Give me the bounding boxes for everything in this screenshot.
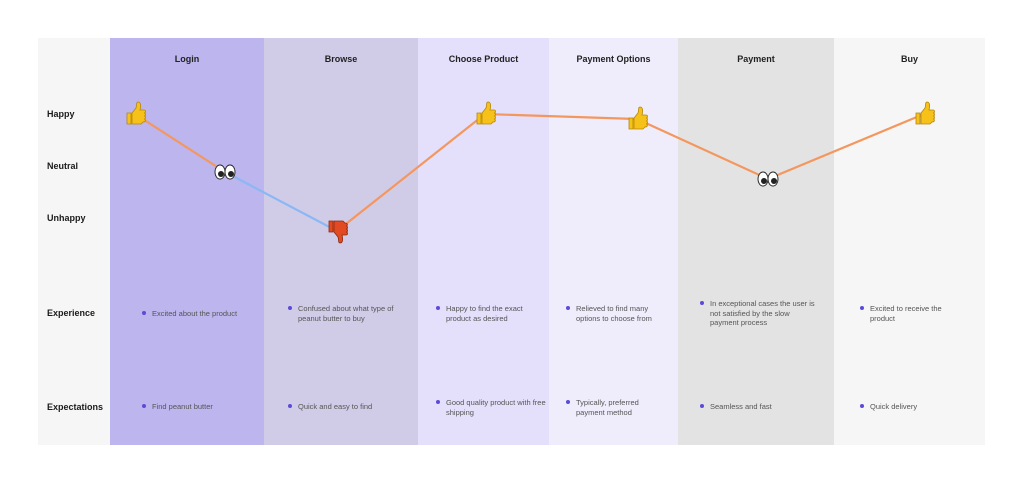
experience-cell-buy: Excited to receive the product	[860, 304, 960, 323]
stage-column-login: Login	[110, 38, 264, 445]
experience-cell-browse: Confused about what type of peanut butte…	[288, 304, 403, 323]
experience-text: Excited about the product	[152, 309, 238, 318]
stage-title: Login	[174, 54, 200, 64]
expectation-cell-payment: Seamless and fast	[700, 402, 815, 412]
thumbs-up-icon	[126, 101, 146, 125]
experience-text: Confused about what type of peanut butte…	[298, 304, 394, 323]
expectation-cell-choose-product: Good quality product with free shipping	[436, 398, 546, 417]
stage-column-payment: Payment	[678, 38, 834, 445]
expectation-cell-browse: Quick and easy to find	[288, 402, 403, 412]
journey-segment	[223, 170, 339, 233]
experience-text: Happy to find the exact product as desir…	[446, 304, 523, 323]
bullet-dot	[700, 404, 704, 408]
expectation-cell-login: Find peanut butter	[142, 402, 252, 412]
experience-cell-login: Excited about the product	[142, 309, 252, 319]
row-label-expectations: Expectations	[47, 402, 104, 412]
journey-segment	[335, 112, 487, 233]
journey-segment	[635, 117, 770, 181]
experience-cell-payment: In exceptional cases the user is not sat…	[700, 299, 815, 328]
bullet-dot	[436, 400, 440, 404]
stage-column-payment-options: Payment Options	[549, 38, 678, 445]
thumbs-down-icon	[328, 220, 348, 244]
stage-title: Buy	[900, 54, 918, 64]
bullet-dot	[142, 404, 146, 408]
stage-title: Payment Options	[576, 54, 651, 64]
expectation-text: Quick delivery	[870, 402, 918, 411]
stage-title: Payment	[737, 54, 775, 64]
expectation-text: Typically, preferred payment method	[576, 398, 639, 417]
row-label-experience: Experience	[47, 308, 96, 318]
row-label-happy: Happy	[47, 109, 75, 119]
stage-column-choose-product: Choose Product	[418, 38, 549, 445]
experience-text: Relieved to find many options to choose …	[576, 304, 652, 323]
journey-segment	[483, 112, 639, 121]
expectation-cell-buy: Quick delivery	[860, 402, 960, 412]
bullet-dot	[860, 306, 864, 310]
bullet-dot	[566, 306, 570, 310]
row-label-neutral: Neutral	[47, 161, 79, 171]
bullet-dot	[860, 404, 864, 408]
expectation-text: Quick and easy to find	[298, 402, 373, 411]
bullet-dot	[288, 404, 292, 408]
experience-cell-payment-options: Relieved to find many options to choose …	[566, 304, 668, 323]
expectation-text: Find peanut butter	[152, 402, 213, 411]
bullet-dot	[288, 306, 292, 310]
stage-column-buy: Buy	[834, 38, 985, 445]
experience-text: In exceptional cases the user is not sat…	[710, 299, 815, 327]
expectation-text: Good quality product with free shipping	[446, 398, 546, 417]
bullet-dot	[566, 400, 570, 404]
thumbs-up-icon	[915, 101, 935, 125]
thumbs-up-icon	[476, 101, 496, 125]
experience-cell-choose-product: Happy to find the exact product as desir…	[436, 304, 541, 323]
thumbs-up-icon	[628, 106, 648, 130]
stage-title: Browse	[324, 54, 358, 64]
expectation-text: Seamless and fast	[710, 402, 772, 411]
experience-text: Excited to receive the product	[870, 304, 942, 323]
journey-segment	[766, 112, 926, 181]
expectation-cell-payment-options: Typically, preferred payment method	[566, 398, 668, 417]
stage-title: Choose Product	[448, 54, 519, 64]
bullet-dot	[436, 306, 440, 310]
eyes-icon	[757, 171, 779, 187]
bullet-dot	[700, 301, 704, 305]
row-label-unhappy: Unhappy	[47, 213, 86, 223]
eyes-icon	[214, 164, 236, 180]
bullet-dot	[142, 311, 146, 315]
journey-segment	[133, 112, 227, 174]
